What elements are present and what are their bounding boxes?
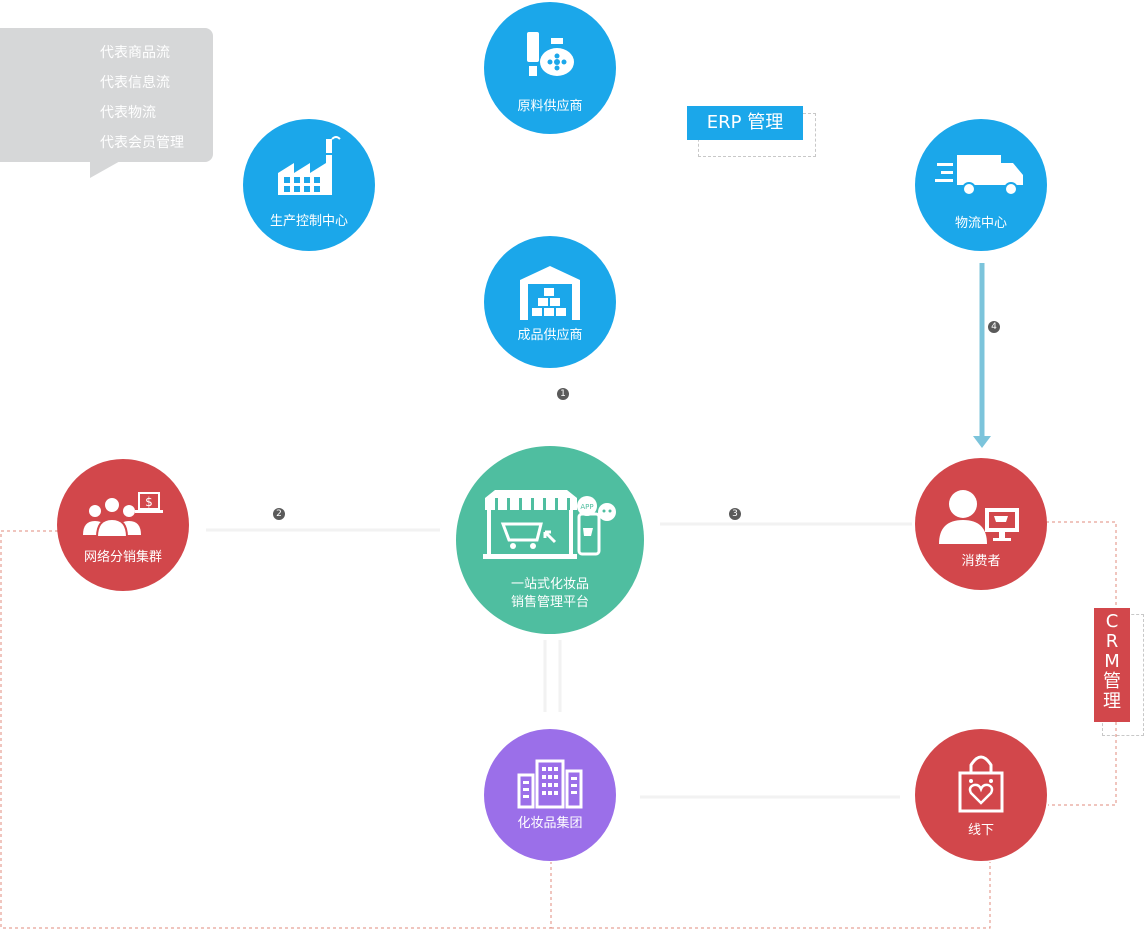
legend-label: 代表会员管理 bbox=[100, 135, 184, 151]
crm-char: M bbox=[1104, 651, 1120, 672]
node-label: 线下 bbox=[967, 823, 994, 838]
legend-item-info-flow: 代表信息流 bbox=[22, 71, 202, 91]
shopping-bag-heart-icon bbox=[958, 755, 1004, 813]
team-dollar-laptop-icon: $ bbox=[83, 492, 163, 538]
step-marker-2: 2 bbox=[273, 508, 285, 520]
step-marker-1: 1 bbox=[557, 388, 569, 400]
node-label: 成品供应商 bbox=[517, 328, 583, 343]
legend-label: 代表商品流 bbox=[100, 45, 170, 61]
office-buildings-icon bbox=[517, 759, 583, 809]
member-line-bottom bbox=[551, 862, 991, 929]
legend-tail bbox=[90, 160, 122, 178]
crm-char: 管 bbox=[1103, 671, 1121, 692]
node-label: 化妆品集团 bbox=[517, 816, 583, 831]
step-marker-4: 4 bbox=[988, 321, 1000, 333]
crm-char: R bbox=[1105, 631, 1119, 652]
node-label: 原料供应商 bbox=[517, 99, 583, 114]
node-finished-supplier: 成品供应商 bbox=[484, 236, 616, 368]
node-label: 网络分销集群 bbox=[83, 550, 162, 565]
legend-label: 代表物流 bbox=[100, 105, 156, 121]
delivery-truck-icon bbox=[935, 155, 1023, 196]
node-consumer: 消费者 bbox=[915, 458, 1047, 590]
member-line-left bbox=[0, 530, 552, 929]
node-label-line1: 一站式化妆品 bbox=[510, 577, 589, 592]
node-cosmetics-group: 化妆品集团 bbox=[484, 729, 616, 861]
crm-tag: C R M 管 理 bbox=[1094, 608, 1130, 722]
erp-tag: ERP 管理 bbox=[687, 106, 803, 140]
legend-item-member: 代表会员管理 bbox=[22, 131, 202, 151]
svg-text:$: $ bbox=[145, 495, 153, 509]
legend-panel: 代表商品流 代表信息流 代表物流 代表会员管理 bbox=[0, 28, 213, 162]
user-cart-icon bbox=[939, 490, 1019, 544]
node-label: 生产控制中心 bbox=[269, 214, 348, 229]
cosmetics-bottles-icon bbox=[527, 32, 574, 76]
node-offline: 线下 bbox=[915, 729, 1047, 861]
node-label: 物流中心 bbox=[954, 216, 1007, 231]
step-marker-3: 3 bbox=[729, 508, 741, 520]
crm-char: C bbox=[1105, 611, 1119, 632]
node-production-center: 生产控制中心 bbox=[243, 119, 375, 251]
warehouse-icon bbox=[520, 266, 580, 320]
storefront-app-icon: APP bbox=[483, 490, 616, 559]
node-platform: APP 一站式化妆品 销售管理平台 bbox=[456, 446, 644, 634]
node-label: 消费者 bbox=[961, 554, 1001, 569]
crm-char: 理 bbox=[1103, 691, 1121, 712]
node-logistics-center: 物流中心 bbox=[915, 119, 1047, 251]
legend-item-product-flow: 代表商品流 bbox=[22, 41, 202, 61]
logistics-arrow bbox=[973, 263, 991, 448]
factory-icon bbox=[278, 136, 341, 195]
node-distribution-cluster: $ 网络分销集群 bbox=[57, 459, 189, 591]
svg-text:APP: APP bbox=[580, 503, 593, 511]
legend-label: 代表信息流 bbox=[100, 75, 170, 91]
product-flow-lines bbox=[206, 522, 912, 799]
node-raw-supplier: 原料供应商 bbox=[484, 2, 616, 134]
node-label-line2: 销售管理平台 bbox=[510, 595, 589, 610]
legend-item-logistics: 代表物流 bbox=[22, 101, 202, 121]
